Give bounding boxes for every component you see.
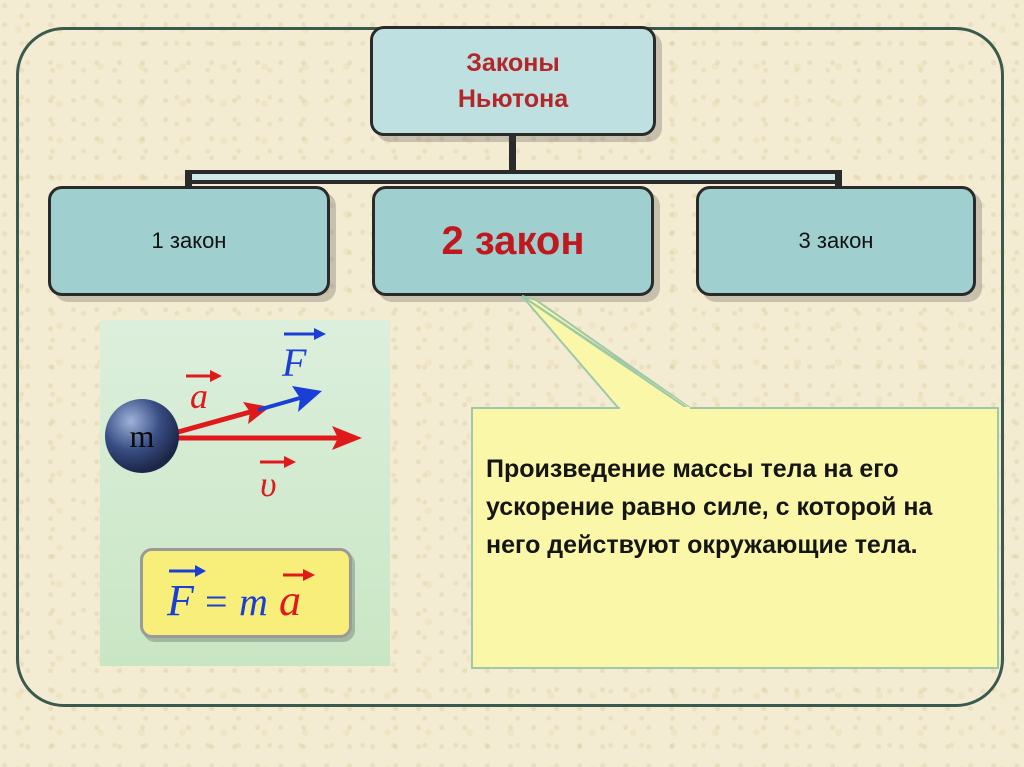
- velocity-arrowhead: [332, 426, 362, 450]
- force-symbol: F: [281, 340, 307, 385]
- vector-diagram-svg: m F a υ: [105, 328, 362, 504]
- force-arrowhead: [292, 386, 322, 412]
- second-law-label: 2 закон: [441, 218, 585, 263]
- callout-pointer-edge-right: [521, 295, 691, 411]
- acceleration-vector-arrow: [177, 409, 251, 435]
- third-law-label: 3 закон: [798, 228, 874, 253]
- node-second-law: 2 закон: [372, 186, 654, 296]
- mass-label: m: [130, 418, 155, 454]
- formula-svg: F = m a: [166, 565, 315, 625]
- formula-box: F = m a: [140, 548, 352, 638]
- formula-acceleration: a: [279, 576, 301, 625]
- connector-right-drop: [835, 170, 842, 188]
- velocity-symbol: υ: [260, 464, 277, 504]
- callout-pointer-edge-left: [521, 295, 621, 411]
- vector-figure: m F a υ F = m a: [100, 320, 390, 666]
- mass-ball: [105, 399, 179, 473]
- connector-left-drop: [185, 170, 192, 188]
- root-node-newton-laws: Законы Ньютона: [370, 26, 656, 136]
- formula-mass: m: [239, 579, 268, 624]
- node-first-law: 1 закон: [48, 186, 330, 296]
- node-third-law: 3 закон: [696, 186, 976, 296]
- first-law-label: 1 закон: [151, 228, 227, 253]
- acceleration-symbol: a: [190, 376, 208, 416]
- formula-equals: =: [205, 579, 228, 624]
- connector-horizontal-bar-inner: [192, 174, 835, 180]
- formula-lhs: F: [166, 576, 195, 625]
- force-vector-arrow: [257, 396, 301, 412]
- callout-definition-text: Произведение массы тела на его ускорение…: [486, 455, 933, 559]
- root-node-title: Законы Ньютона: [457, 49, 569, 113]
- connector-root-stem: [509, 136, 516, 178]
